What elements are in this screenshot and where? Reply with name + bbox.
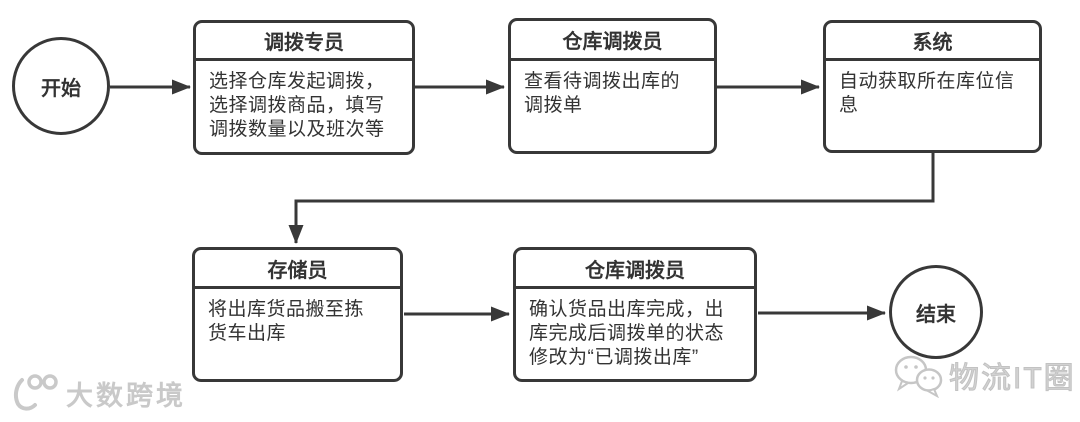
node-body: 选择仓库发起调拨， 选择调拨商品，填写 调拨数量以及班次等 <box>209 71 385 140</box>
connector-node3-to-node4-elbow <box>288 153 935 244</box>
start-label: 开始 <box>41 77 81 100</box>
node-transfer-specialist: 调拨专员 选择仓库发起调拨， 选择调拨商品，填写 调拨数量以及班次等 <box>193 20 415 155</box>
node-body: 查看待调拨出库的 调拨单 <box>524 71 681 116</box>
node-body: 将出库货品搬至拣 货车出库 <box>208 299 365 344</box>
wechat-bubbles-logo-icon <box>894 355 943 398</box>
end-label: 结束 <box>916 303 956 326</box>
node-warehouse-transferer-2: 仓库调拨员 确认货品出库完成，出 库完成后调拨单的状态 修改为“已调拨出库” <box>513 247 757 382</box>
node-title: 仓库调拨员 <box>511 21 714 61</box>
node-title: 仓库调拨员 <box>516 250 754 289</box>
node-title: 存储员 <box>195 250 400 289</box>
node-title: 调拨专员 <box>196 23 412 61</box>
node-body: 自动获取所在库位信 息 <box>839 71 1015 116</box>
watermark-dashu-kuajing: 大数跨境 <box>8 372 186 414</box>
watermark-wuliu-it-quan: 物流IT圈 <box>893 352 1076 398</box>
node-storekeeper: 存储员 将出库货品搬至拣 货车出库 <box>192 247 403 382</box>
node-body: 确认货品出库完成，出 库完成后调拨单的状态 修改为“已调拨出库” <box>529 299 725 368</box>
node-warehouse-transferer-1: 仓库调拨员 查看待调拨出库的 调拨单 <box>508 18 717 154</box>
node-system: 系统 自动获取所在库位信 息 <box>823 20 1042 153</box>
node-title: 系统 <box>826 23 1039 61</box>
watermark-dashu-label: 大数跨境 <box>66 380 186 411</box>
dashu-100-smile-logo-icon <box>13 374 58 411</box>
end-terminal: 结束 <box>889 265 983 359</box>
start-terminal: 开始 <box>12 37 110 135</box>
watermark-wuliu-label: 物流IT圈 <box>949 362 1076 396</box>
